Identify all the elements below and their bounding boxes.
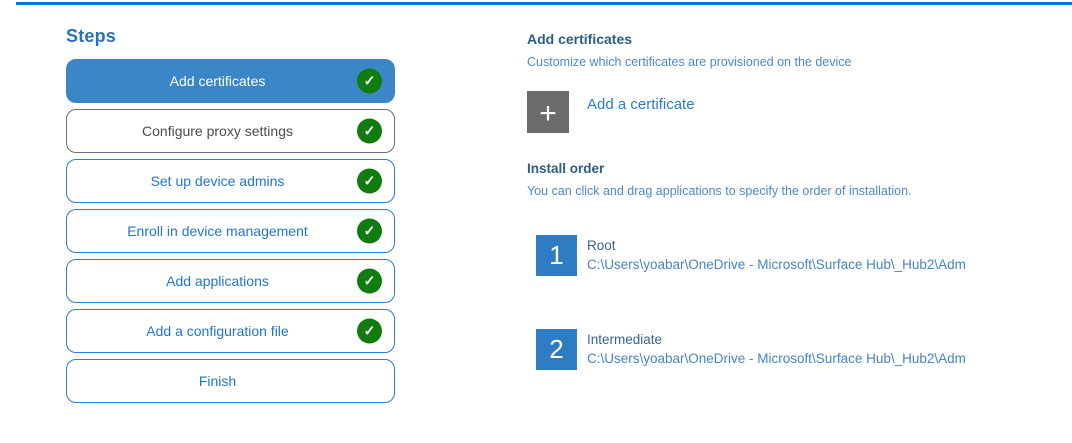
step-label: Configure proxy settings: [142, 123, 293, 139]
plus-icon: +: [539, 97, 557, 130]
check-icon: ✓: [357, 118, 382, 144]
certificate-path: C:\Users\yoabar\OneDrive - Microsoft\Sur…: [587, 351, 966, 366]
step-label: Add certificates: [169, 73, 266, 89]
step-label: Finish: [198, 373, 237, 389]
check-icon: ✓: [357, 168, 382, 194]
steps-panel: Steps Add certificates ✓ Configure proxy…: [66, 26, 396, 403]
add-certificate-label: Add a certificate: [587, 96, 695, 113]
certificate-name: Root: [587, 238, 616, 253]
page-title: Add certificates: [527, 31, 633, 47]
order-number-tile: 2: [536, 329, 577, 370]
steps-panel-title: Steps: [66, 26, 117, 46]
step-button-configure-proxy-settings[interactable]: Configure proxy settings ✓: [66, 109, 395, 153]
top-accent-rule: [16, 2, 1072, 5]
step-label: Add a configuration file: [146, 323, 289, 339]
step-button-finish[interactable]: Finish: [66, 359, 395, 403]
item-text: Root C:\Users\yoabar\OneDrive - Microsof…: [587, 235, 966, 274]
certificate-path: C:\Users\yoabar\OneDrive - Microsoft\Sur…: [587, 257, 966, 272]
steps-list: Add certificates ✓ Configure proxy setti…: [66, 59, 396, 403]
install-order-title: Install order: [527, 161, 605, 176]
step-button-add-applications[interactable]: Add applications ✓: [66, 259, 395, 303]
check-icon: ✓: [357, 268, 382, 294]
step-label: Add applications: [166, 273, 269, 289]
main-panel: Add certificates Customize which certifi…: [527, 31, 1057, 423]
step-button-add-a-configuration-file[interactable]: Add a configuration file ✓: [66, 309, 395, 353]
step-label: Set up device admins: [150, 173, 285, 189]
certificate-name: Intermediate: [587, 332, 663, 347]
install-order-description: You can click and drag applications to s…: [527, 184, 912, 198]
step-button-add-certificates[interactable]: Add certificates ✓: [66, 59, 395, 103]
step-label: Enroll in device management: [127, 223, 308, 239]
install-order-item-intermediate[interactable]: 2 Intermediate C:\Users\yoabar\OneDrive …: [536, 329, 1057, 370]
step-button-enroll-in-device-management[interactable]: Enroll in device management ✓: [66, 209, 395, 253]
order-number: 1: [549, 240, 564, 270]
page-subtitle: Customize which certificates are provisi…: [527, 55, 852, 69]
order-number-tile: 1: [536, 235, 577, 276]
check-icon: ✓: [357, 218, 382, 244]
order-number: 2: [549, 334, 564, 364]
install-order-list: 1 Root C:\Users\yoabar\OneDrive - Micros…: [536, 235, 1057, 370]
add-certificate-button[interactable]: + Add a certificate: [527, 91, 1057, 133]
add-tile: +: [527, 91, 569, 133]
check-icon: ✓: [357, 68, 382, 94]
item-text: Intermediate C:\Users\yoabar\OneDrive - …: [587, 329, 966, 368]
check-icon: ✓: [357, 318, 382, 344]
step-button-set-up-device-admins[interactable]: Set up device admins ✓: [66, 159, 395, 203]
install-order-item-root[interactable]: 1 Root C:\Users\yoabar\OneDrive - Micros…: [536, 235, 1057, 276]
